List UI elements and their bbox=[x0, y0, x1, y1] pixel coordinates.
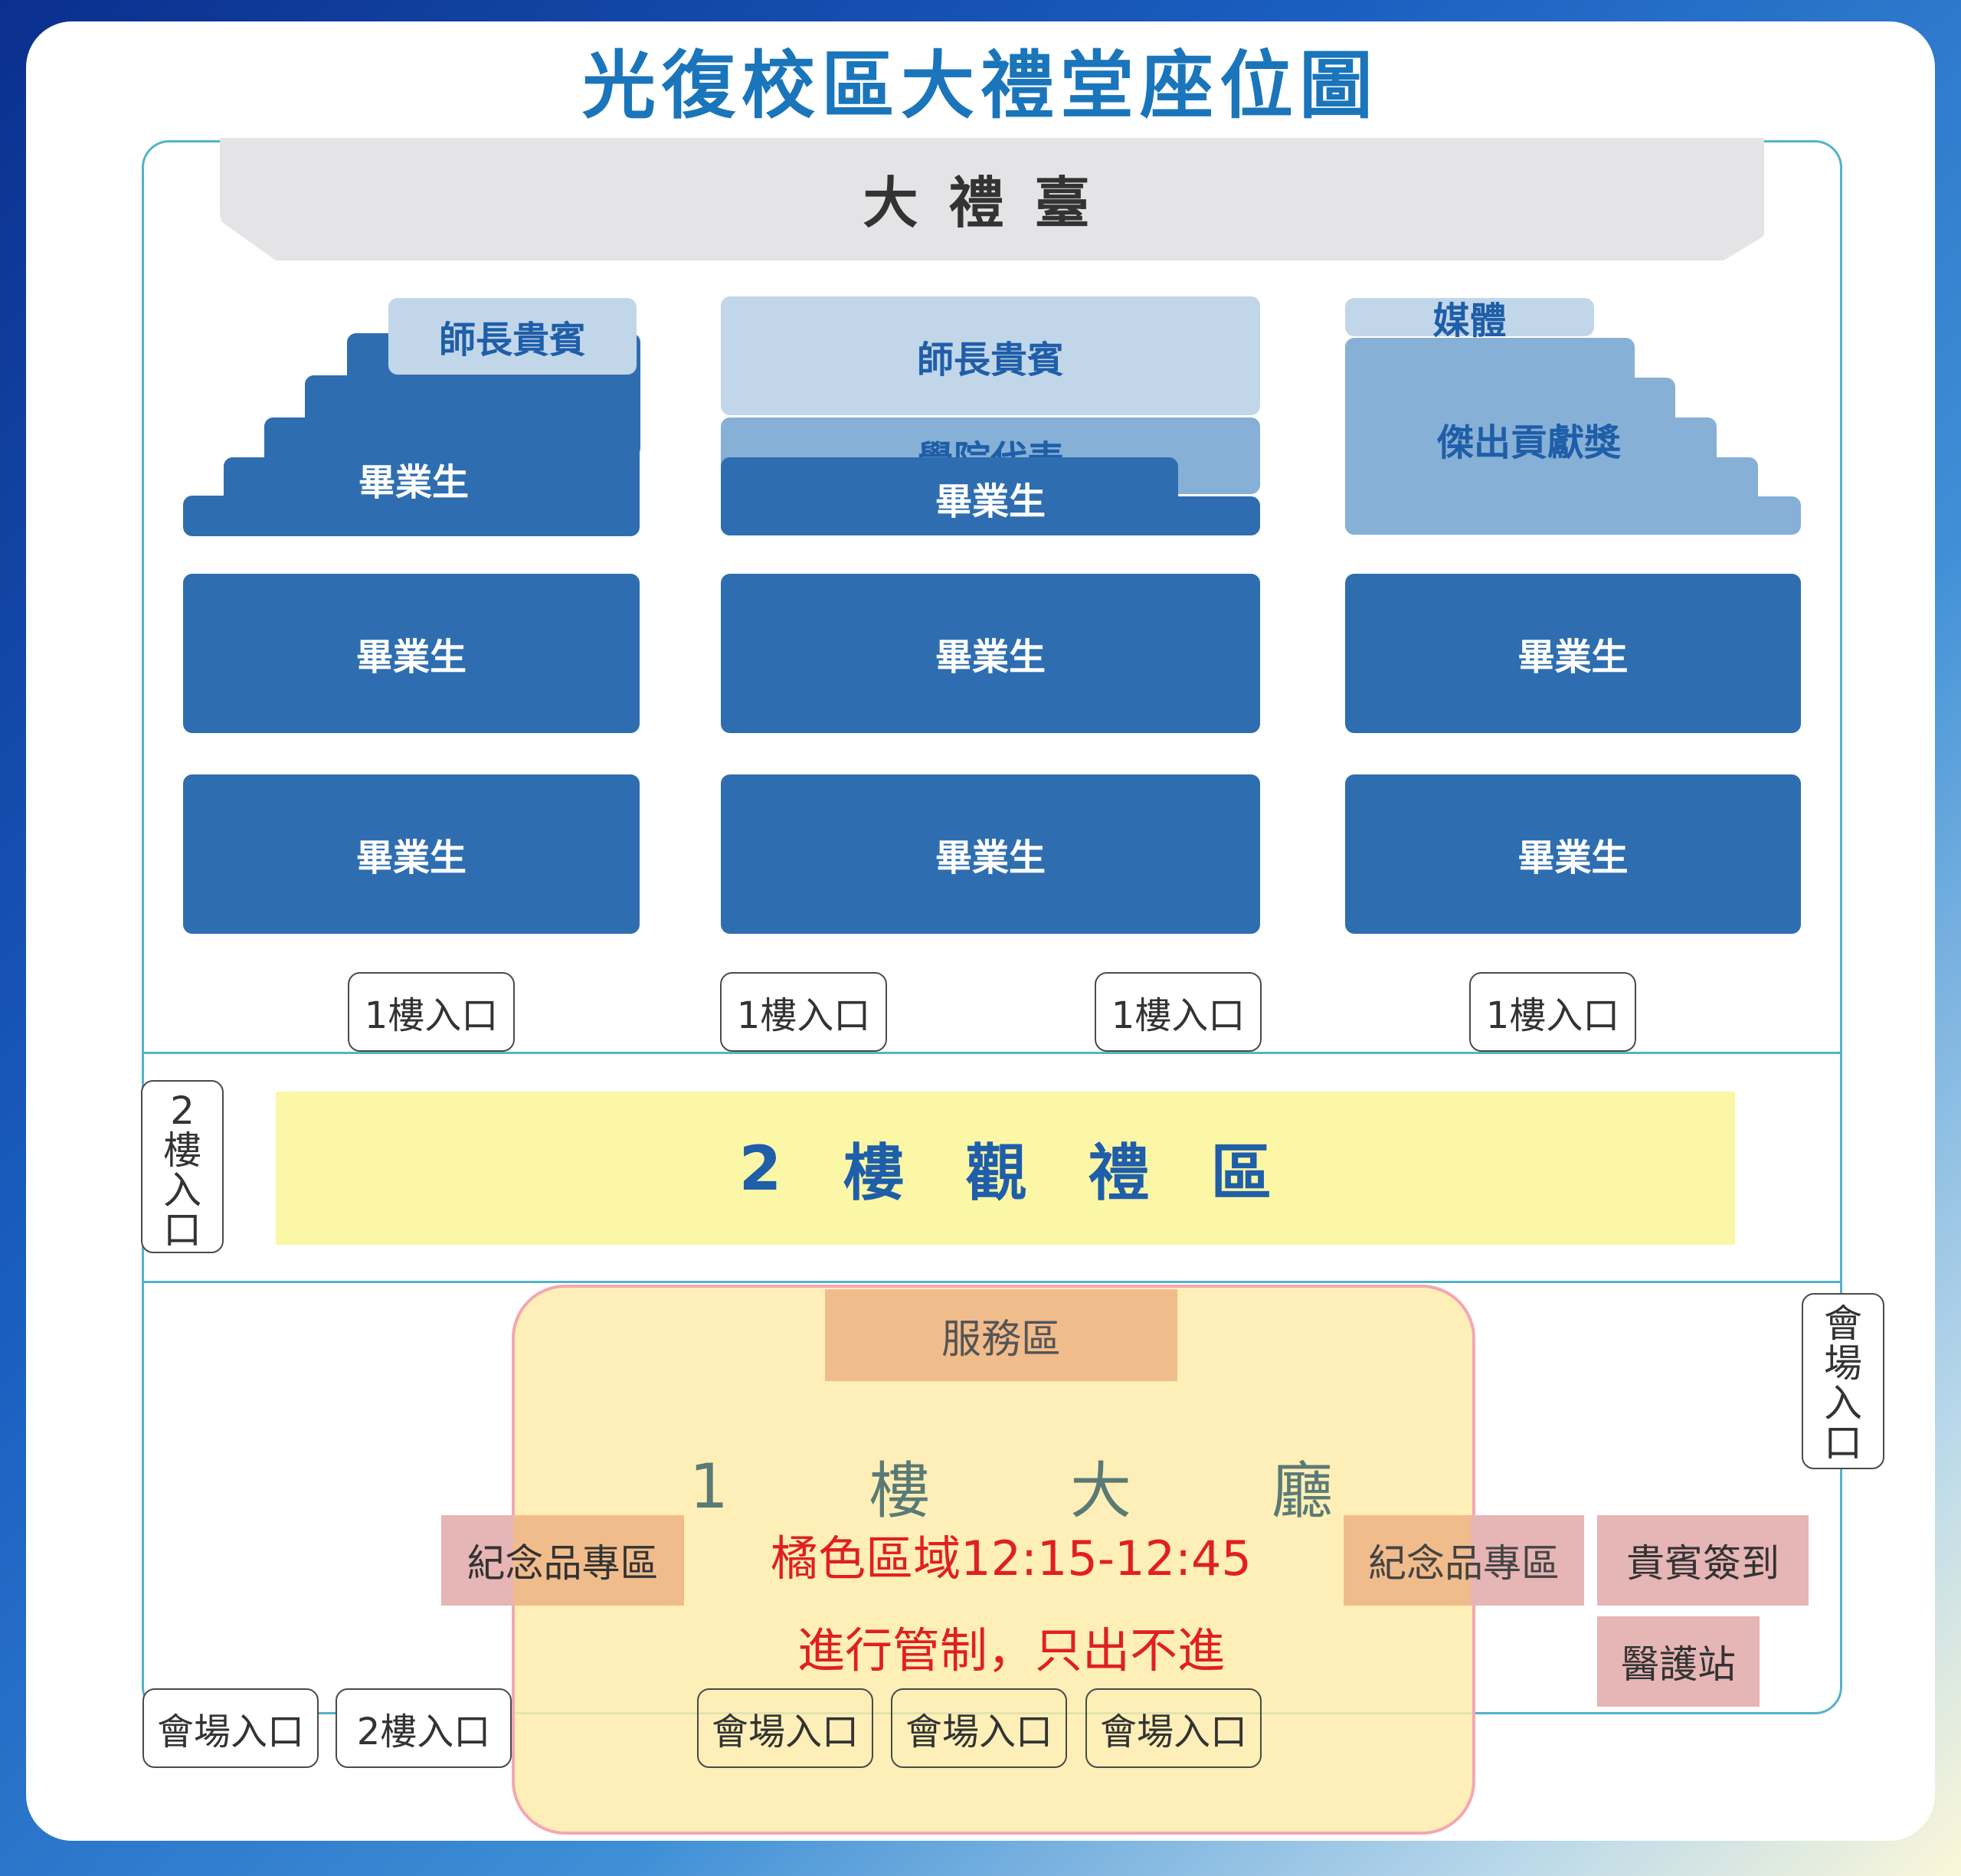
balcony-char: 區 bbox=[1210, 1138, 1272, 1209]
entrance-1f[interactable]: 1樓入口 bbox=[720, 972, 887, 1052]
venue-entrance-char: 會 bbox=[1824, 1301, 1862, 1346]
entrance-1f[interactable]: 1樓入口 bbox=[348, 972, 515, 1052]
lobby-char: 廳 bbox=[1272, 1455, 1333, 1527]
lobby-char: 1 bbox=[689, 1450, 728, 1522]
entrance-2f-char: 口 bbox=[163, 1208, 201, 1252]
page-title: 光復校區大禮堂座位圖 bbox=[582, 43, 1379, 129]
souvenir-right-label: 紀念品專區 bbox=[1368, 1541, 1560, 1586]
graduate-block: 畢業生 bbox=[1345, 574, 1801, 733]
souvenir-area-right bbox=[1471, 1515, 1584, 1606]
balcony-char: 禮 bbox=[1088, 1138, 1150, 1209]
venue-entrance[interactable]: 會場入口 bbox=[697, 1688, 873, 1768]
award-section-label: 傑出貢獻獎 bbox=[1436, 421, 1621, 464]
venue-entrance-side[interactable]: 會 場 入 口 bbox=[1802, 1293, 1884, 1469]
award-section bbox=[1345, 496, 1801, 535]
entrance-2f[interactable]: 2樓入口 bbox=[336, 1688, 512, 1768]
lobby-char: 樓 bbox=[868, 1455, 930, 1527]
entrance-1f[interactable]: 1樓入口 bbox=[1469, 972, 1636, 1052]
balcony-char: 樓 bbox=[843, 1138, 905, 1209]
balcony-char: 2 bbox=[738, 1132, 782, 1204]
seat-block-left-step bbox=[305, 375, 640, 452]
stage-shape bbox=[220, 138, 1764, 260]
graduate-block: 畢業生 bbox=[183, 774, 640, 934]
left-vip-section: 師長貴賓 bbox=[388, 298, 637, 375]
entrance-2f-char: 2 bbox=[170, 1089, 195, 1133]
left-front-graduates-label: 畢業生 bbox=[358, 461, 469, 504]
stage-label: 大禮臺 bbox=[863, 171, 1121, 235]
souvenir-left-label: 紀念品專區 bbox=[467, 1541, 659, 1586]
divider-1f-2f bbox=[142, 1052, 1842, 1054]
graduate-block: 畢業生 bbox=[721, 574, 1260, 733]
graduate-block: 畢業生 bbox=[183, 574, 640, 733]
venue-entrance-char: 入 bbox=[1824, 1381, 1862, 1426]
venue-entrance[interactable]: 會場入口 bbox=[1085, 1688, 1262, 1768]
venue-entrance[interactable]: 會場入口 bbox=[891, 1688, 1067, 1768]
media-section: 媒體 bbox=[1345, 298, 1594, 342]
lobby-label: 1 樓 大 廳 bbox=[689, 1440, 1333, 1532]
entrance-1f[interactable]: 1樓入口 bbox=[1095, 972, 1262, 1052]
balcony-label: 2 樓 觀 禮 區 bbox=[276, 1092, 1735, 1245]
center-front-graduates bbox=[721, 496, 1260, 535]
center-vip-section: 師長貴賓 bbox=[721, 296, 1260, 415]
entrance-2f-side[interactable]: 2 樓 入 口 bbox=[141, 1080, 224, 1253]
vip-checkin: 貴賓簽到 bbox=[1597, 1515, 1809, 1606]
graduate-block: 畢業生 bbox=[1345, 774, 1801, 934]
entrance-2f-char: 入 bbox=[163, 1168, 201, 1213]
balcony-area bbox=[276, 1092, 1735, 1245]
souvenir-area-left-overlap bbox=[513, 1515, 684, 1606]
venue-entrance[interactable]: 會場入口 bbox=[142, 1688, 319, 1768]
balcony-char: 觀 bbox=[965, 1138, 1027, 1209]
venue-entrance-char: 場 bbox=[1824, 1341, 1862, 1386]
notice-rule: 進行管制，只出不進 bbox=[797, 1622, 1225, 1678]
notice-time: 橘色區域12:15-12:45 bbox=[771, 1531, 1252, 1586]
entrance-2f-char: 樓 bbox=[163, 1128, 201, 1173]
medical-station: 醫護站 bbox=[1597, 1616, 1760, 1707]
souvenir-area-right-overlap bbox=[1344, 1515, 1474, 1606]
lobby-char: 大 bbox=[1069, 1455, 1131, 1527]
center-front-graduates-label: 畢業生 bbox=[935, 480, 1046, 523]
service-area: 服務區 bbox=[825, 1289, 1177, 1381]
divider-2f-lobby bbox=[142, 1281, 1842, 1283]
graduate-block: 畢業生 bbox=[721, 774, 1260, 934]
venue-entrance-char: 口 bbox=[1824, 1421, 1862, 1465]
